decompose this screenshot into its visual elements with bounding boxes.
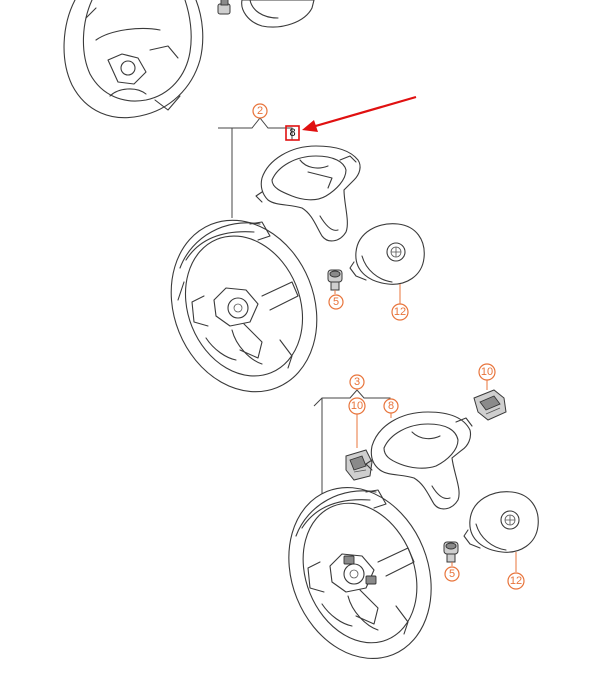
callout-2[interactable]: 2 [252,103,268,119]
svg-text:2: 2 [257,105,263,117]
svg-text:12: 12 [394,306,406,318]
lower-assembly [288,380,539,660]
callout-12-mid[interactable]: 12 [391,303,409,321]
callout-12-lower[interactable]: 12 [507,572,525,590]
svg-text:5: 5 [449,568,455,580]
callout-5-lower[interactable]: 5 [444,566,460,582]
callout-8-highlighted[interactable]: 8 [285,125,300,141]
bolt-lower [443,541,459,563]
steering-wheel-lower [288,486,432,660]
airbag-lower [463,491,539,553]
multifunction-switch-right [473,389,507,421]
multifunction-switch-left [345,449,373,481]
bolt-mid [327,269,343,291]
callout-10-right[interactable]: 10 [478,363,496,381]
svg-text:8: 8 [388,400,394,412]
svg-text:10: 10 [481,366,493,378]
trim-cover-lower [365,411,473,510]
callout-3[interactable]: 3 [349,374,365,390]
trim-cover-mid [255,145,361,242]
callout-5-mid[interactable]: 5 [328,294,344,310]
callout-8-lower[interactable]: 8 [383,398,399,414]
callout-10-left[interactable]: 10 [348,397,366,415]
svg-text:5: 5 [333,296,339,308]
steering-wheel-top [63,0,204,119]
svg-text:3: 3 [354,376,360,388]
svg-text:12: 12 [510,575,522,587]
bracket-2 [218,117,293,140]
top-steering-wheel-assembly [63,0,315,119]
airbag-mid [349,223,425,285]
red-arrow-icon [302,95,417,132]
middle-assembly [170,112,425,393]
airbag-top [241,0,315,28]
svg-text:10: 10 [351,400,363,412]
steering-wheel-mid [170,219,318,393]
svg-text:8: 8 [289,127,295,139]
bolt-top [217,0,231,15]
